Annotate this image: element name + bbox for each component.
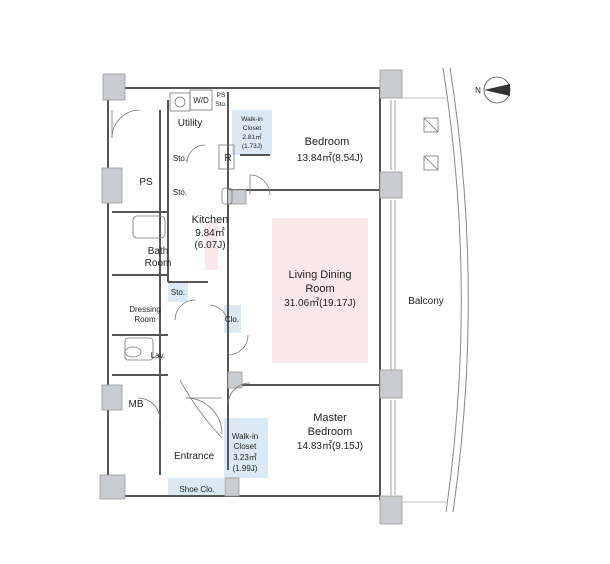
closet-highlights <box>168 110 272 496</box>
room-living-dining: Living Dining Room 31.06㎡(19.17J) <box>284 269 356 309</box>
ps-sto-label: PS Sto. <box>215 92 227 108</box>
master-area: 14.83㎡(9.15J) <box>297 440 363 452</box>
room-kitchen: Kitchen 9.84㎡ (6.07J) <box>192 214 229 251</box>
balcony-label: Balcony <box>408 296 444 307</box>
clo-label: Clo. <box>225 315 239 324</box>
compass: N <box>475 76 511 104</box>
master-line2: Bedroom <box>308 426 353 438</box>
kitchen-area: 9.84㎡ <box>195 227 224 239</box>
door-swings <box>111 109 271 435</box>
living-line2: Room <box>305 283 334 295</box>
mb-label: MB <box>129 399 144 410</box>
utility-label: Utility <box>178 118 202 129</box>
sto-3-label: Sto. <box>171 288 185 297</box>
wd-label: W/D <box>193 96 209 105</box>
ps-label: PS <box>139 177 153 188</box>
bath-line2: Room <box>145 258 172 269</box>
shoe-closet-label: Shoe Clo. <box>179 485 214 494</box>
room-bedroom: Bedroom 13.84㎡(8.54J) <box>297 136 363 164</box>
dressing-line2: Room <box>134 315 156 324</box>
compass-north-label: N <box>475 86 481 95</box>
room-master-bedroom: Master Bedroom 14.83㎡(9.15J) <box>297 412 363 452</box>
sto-2-label: Sto. <box>173 188 187 197</box>
bath-line1: Bath <box>148 246 169 257</box>
room-bath: Bath Room <box>145 246 172 269</box>
room-dressing: Dressing Room <box>129 305 161 324</box>
walk-in-closet-2-line2: Closet <box>234 442 257 451</box>
balcony-railing <box>399 67 469 513</box>
walk-in-closet-1-area: 2.81㎡ <box>242 132 262 141</box>
walk-in-closet-2-area: 3.23㎡ <box>233 453 257 462</box>
fixtures <box>124 89 235 439</box>
entrance-label: Entrance <box>174 451 214 462</box>
walk-in-closet-1-line2: Closet <box>243 125 262 132</box>
walk-in-closet-2-area-j: (1.99J) <box>233 464 258 473</box>
kitchen-floor-area <box>205 222 218 270</box>
sto-1-label: Sto. <box>173 154 187 163</box>
ps-sto-line1: PS <box>217 92 226 99</box>
master-line1: Master <box>313 412 347 424</box>
windows <box>390 100 396 495</box>
bedroom-area: 13.84㎡(8.54J) <box>297 152 363 164</box>
walk-in-closet-2-line1: Walk-in <box>232 432 258 441</box>
living-line1: Living Dining <box>289 269 352 281</box>
walk-in-closet-1-line1: Walk-in <box>241 116 263 123</box>
living-area: 31.06㎡(19.17J) <box>284 297 356 309</box>
walk-in-closet-1-area-j: (1.73J) <box>242 143 262 150</box>
dressing-line1: Dressing <box>129 305 161 314</box>
living-floor-area <box>272 218 368 363</box>
ps-sto-line2: Sto. <box>215 101 227 108</box>
walls <box>107 87 381 500</box>
bedroom-name: Bedroom <box>305 136 350 148</box>
lav-label: Lav. <box>151 351 166 360</box>
room-walk-in-closet-1: Walk-in Closet 2.81㎡ (1.73J) <box>241 116 263 150</box>
ac-units <box>423 117 439 171</box>
kitchen-area-j: (6.07J) <box>194 240 225 251</box>
room-walk-in-closet-2: Walk-in Closet 3.23㎡ (1.99J) <box>232 432 258 473</box>
refrigerator-label: R <box>224 153 231 164</box>
kitchen-name: Kitchen <box>192 214 229 226</box>
columns <box>99 69 403 525</box>
